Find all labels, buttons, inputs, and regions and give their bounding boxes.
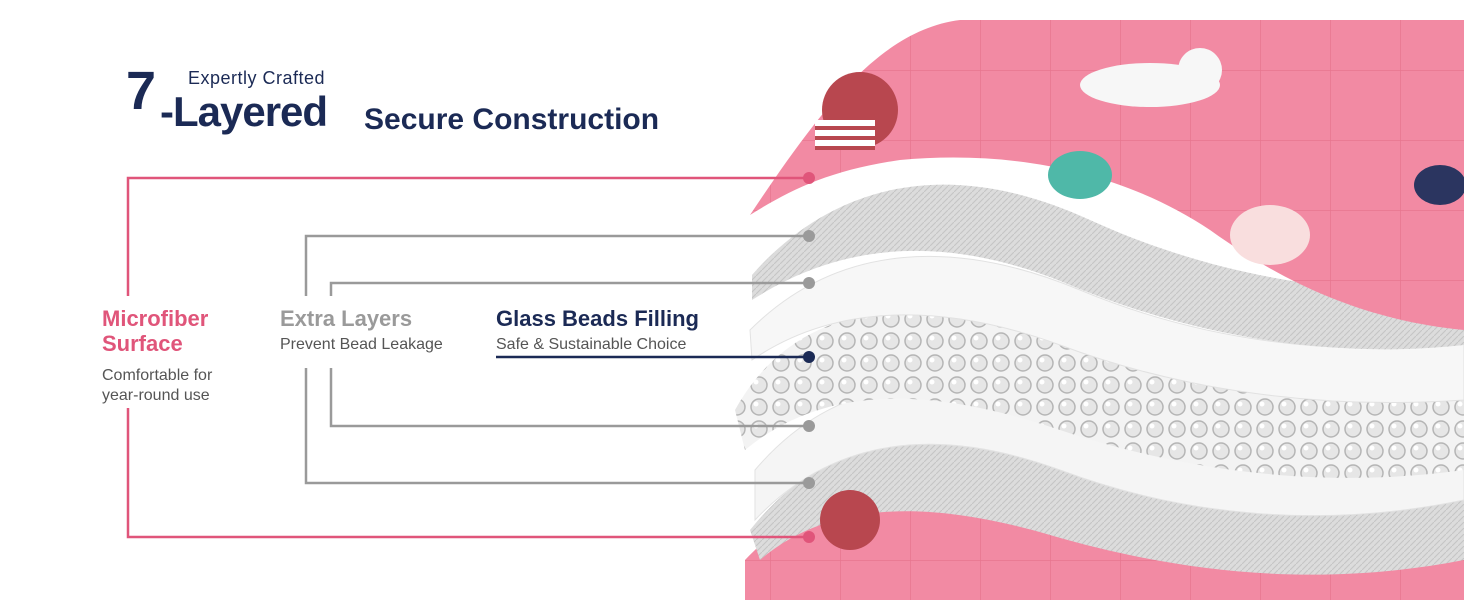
microfiber-desc-line2: year-round use xyxy=(102,387,210,404)
microfiber-desc-line1: Comfortable for xyxy=(102,367,213,384)
bottom-mesh-layer xyxy=(750,435,1464,575)
extra-dot-3 xyxy=(803,420,815,432)
upper-white-layer xyxy=(749,256,1464,403)
microfiber-callout: Microfiber Surface Comfortable for year-… xyxy=(102,306,217,406)
heading-tail: Secure Construction xyxy=(364,103,660,136)
extra-layers-desc: Prevent Bead Leakage xyxy=(280,336,443,353)
heading-main: -Layered xyxy=(160,88,328,135)
extra-dot-2 xyxy=(803,277,815,289)
extra-inner-connector-bottom xyxy=(329,368,808,428)
extra-dot-1 xyxy=(803,230,815,242)
microfiber-title-line1: Microfiber xyxy=(102,306,209,331)
extra-dot-4 xyxy=(803,477,815,489)
microfiber-connector-bottom xyxy=(126,408,808,539)
microfiber-dot-top xyxy=(803,172,815,184)
glass-beads-callout: Glass Beads Filling Safe & Sustainable C… xyxy=(496,306,699,355)
extra-outer-connector-bottom xyxy=(304,368,808,485)
glass-beads-layer xyxy=(735,310,1464,478)
extra-layers-callout: Extra Layers Prevent Bead Leakage xyxy=(280,306,447,355)
glass-dot xyxy=(803,351,815,363)
extra-outer-connector-top xyxy=(304,234,808,296)
cat-print-decoration xyxy=(815,48,1464,550)
extra-layers-title: Extra Layers xyxy=(280,306,413,331)
microfiber-connector-top xyxy=(126,176,808,296)
microfiber-title-line2: Surface xyxy=(102,331,183,356)
extra-inner-connector-top xyxy=(329,281,808,296)
glass-beads-title: Glass Beads Filling xyxy=(496,306,699,331)
upper-mesh-layer xyxy=(752,184,1464,350)
glass-beads-desc: Safe & Sustainable Choice xyxy=(496,336,687,353)
microfiber-dot-bottom xyxy=(803,531,815,543)
heading-number: 7 xyxy=(126,61,156,121)
heading-kicker: Expertly Crafted xyxy=(188,68,326,88)
